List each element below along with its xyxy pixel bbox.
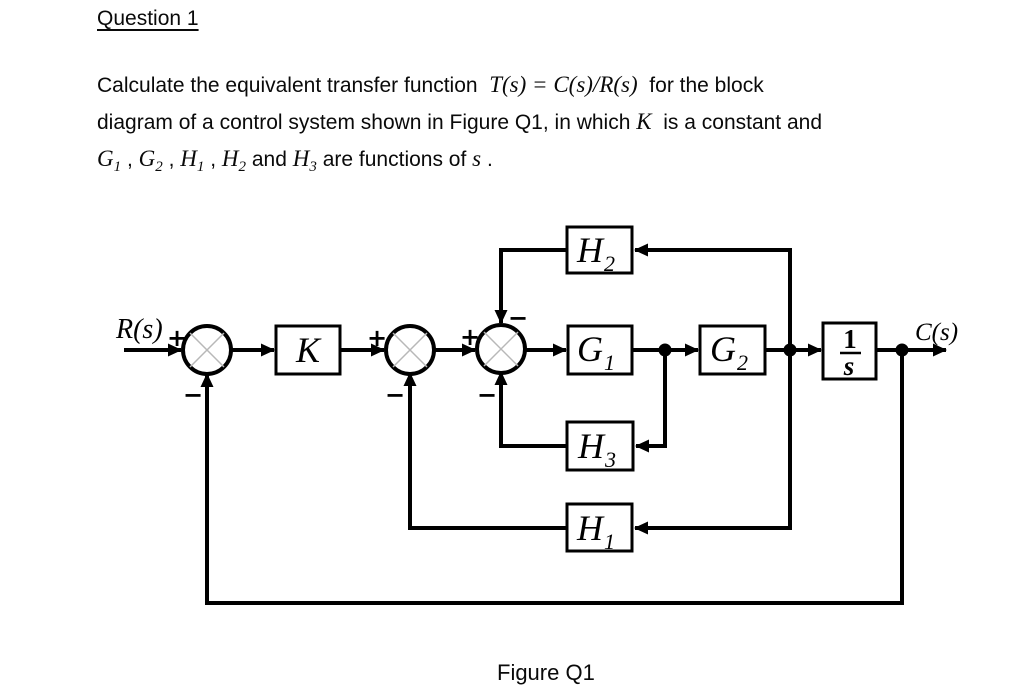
block-subscript: 3	[604, 447, 616, 472]
wire-pickoff-to-h2	[634, 243, 792, 350]
text-segment: ,	[121, 148, 139, 171]
block-g2-label: G2	[710, 329, 748, 375]
text-segment: .	[481, 148, 493, 171]
pickoff-dot-output	[895, 343, 909, 357]
pickoff-dot-after-g1	[658, 343, 672, 357]
sum2-minus-sign: −	[385, 381, 405, 409]
block-main-char: G	[577, 329, 603, 369]
block-main-char: H	[577, 426, 606, 466]
text-segment: ,	[162, 148, 181, 171]
junction-cross-line	[392, 332, 428, 368]
sum2-plus-sign: +	[367, 324, 387, 352]
question-line-3: G1 , G2 , H1 , H2 and H3 are functions o…	[97, 141, 957, 185]
block-main-char: H	[576, 508, 605, 548]
math-segment: H	[221, 146, 239, 171]
block-k-label: K	[295, 330, 322, 370]
output-signal-label: C(s)	[915, 319, 958, 346]
summing-junction-1	[181, 324, 233, 376]
sum3-minus-bottom-sign: −	[477, 381, 497, 409]
math-segment: G	[97, 146, 114, 171]
math-segment: K	[636, 109, 652, 134]
junction-cross-line	[483, 331, 519, 367]
math-segment: H	[292, 146, 310, 171]
integrator-denominator: s	[843, 351, 855, 381]
question-body: Calculate the equivalent transfer functi…	[97, 67, 957, 185]
text-segment: Calculate the equivalent transfer functi…	[97, 74, 490, 97]
block-h1-label: H1	[576, 508, 615, 554]
text-segment: for the block	[637, 74, 764, 97]
text-segment: are functions of	[316, 148, 473, 171]
summing-junction-3	[475, 323, 527, 375]
block-g1	[566, 324, 634, 376]
block-g2	[698, 324, 767, 376]
math-subscript: 1	[113, 159, 122, 175]
block-g1-label: G1	[577, 329, 615, 375]
wire-h3-to-sum3-bottom	[494, 371, 567, 448]
math-segment: G	[138, 146, 156, 171]
math-subscript: 1	[196, 159, 205, 175]
block-k	[274, 324, 342, 376]
wire-h2-to-sum3-top	[494, 248, 567, 324]
block-main-char: G	[710, 329, 736, 369]
text-segment: and	[246, 148, 293, 171]
math-segment: H	[180, 146, 197, 171]
integrator-numerator: 1	[843, 324, 857, 354]
question-heading: Question 1	[97, 7, 199, 30]
block-h2-label: H2	[576, 230, 615, 276]
junction-cross-line	[189, 332, 225, 368]
wire-pickoff-to-h1	[634, 350, 792, 535]
sum3-plus-sign: +	[460, 323, 480, 351]
block-h2	[565, 225, 634, 275]
question-line-1: Calculate the equivalent transfer functi…	[97, 67, 957, 104]
sum3-minus-top-sign: −	[508, 304, 528, 332]
text-segment: ,	[204, 148, 222, 171]
block-h1	[565, 502, 634, 553]
block-integrator	[821, 321, 878, 381]
block-subscript: 2	[604, 251, 615, 276]
math-subscript: 2	[238, 159, 247, 175]
math-segment: T(s) = C(s)/R(s)	[489, 72, 638, 97]
question-line-2: diagram of a control system shown in Fig…	[97, 104, 957, 141]
block-subscript: 2	[737, 350, 748, 375]
block-subscript: 1	[604, 350, 615, 375]
pickoff-dot-after-g2	[783, 343, 797, 357]
block-h3-label: H3	[577, 426, 616, 472]
wire-h1-to-sum2-bottom	[403, 372, 567, 530]
math-subscript: 2	[155, 159, 163, 175]
math-subscript: 3	[309, 159, 317, 175]
summing-junction-2	[384, 324, 436, 376]
text-segment: diagram of a control system shown in Fig…	[97, 111, 637, 134]
text-segment: is a constant and	[651, 111, 823, 134]
figure-caption: Figure Q1	[497, 660, 595, 685]
block-subscript: 1	[604, 529, 615, 554]
math-segment: s	[472, 146, 482, 171]
wire-pickoff-to-h3	[635, 350, 667, 453]
block-h3	[565, 420, 635, 472]
sum1-minus-sign: −	[183, 381, 203, 409]
block-main-char: H	[576, 230, 605, 270]
sum1-plus-sign: +	[167, 324, 187, 352]
input-signal-label: R(s)	[115, 314, 163, 345]
wire-outer-feedback	[200, 350, 904, 605]
